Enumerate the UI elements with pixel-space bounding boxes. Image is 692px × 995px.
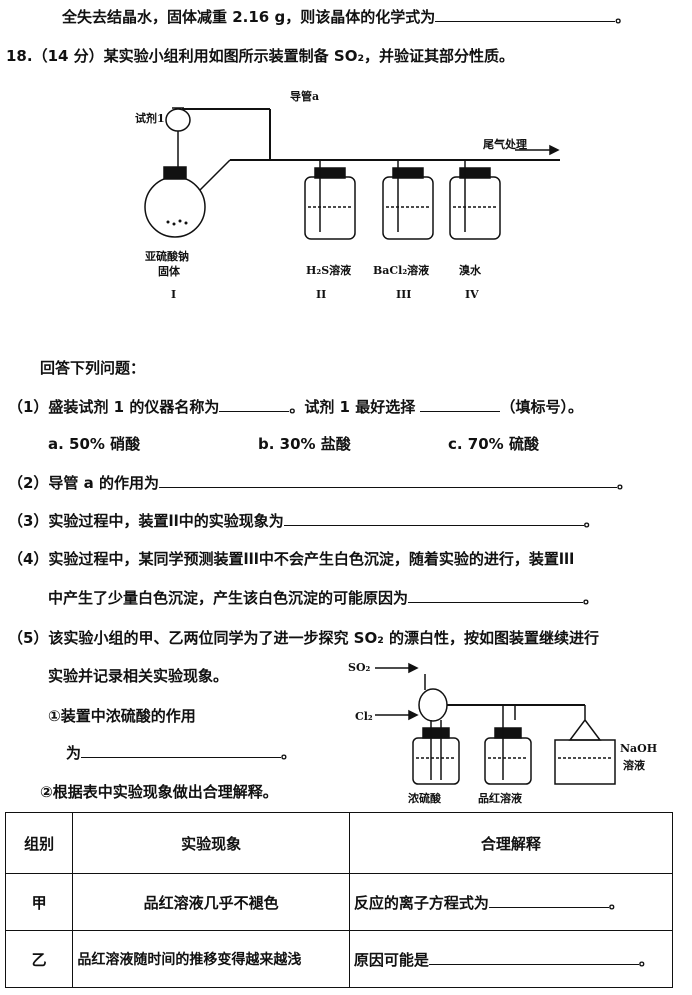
answer-blank[interactable] [420,397,501,412]
q17-tail-line: 全失去结晶水，固体减重 2.16 g，则该晶体的化学式为。 [62,7,631,26]
answer-blank[interactable] [435,7,616,22]
label-conc-sulfuric-acid: 浓硫酸 [408,792,441,805]
label-exhaust: 尾气处理 [483,138,527,151]
answer-blank[interactable] [159,473,618,488]
apparatus-figure-2 [375,662,616,785]
roman-IV: IV [465,288,479,301]
roman-III: III [396,288,412,301]
row-phenomenon: 品红溶液随时间的推移变得越来越浅 [72,930,350,988]
label-magenta-solution: 品红溶液 [478,792,522,805]
q5-line-2: 实验并记录相关实验现象。 [48,667,229,685]
q4-line-1: （4）实验过程中，某同学预测装置lll中不会产生白色沉淀，随着实验的进行，装置l… [8,550,575,568]
label-bacl2-solution: BaCl₂溶液 [373,264,430,277]
question-18-header: 18.（14 分）某实验小组利用如图所示装置制备 SO₂，并验证其部分性质。 [6,47,515,65]
answer-blank[interactable] [219,397,290,412]
results-table: 组别 实验现象 合理解释 甲 品红溶液几乎不褪色 反应的离子方程式为。 乙 品红… [4,812,674,988]
apparatus-figure-1 [144,107,560,240]
label-cl2: Cl₂ [355,710,373,723]
label-solid-2: 固体 [158,265,180,278]
label-so2: SO₂ [348,661,371,674]
q4-line-2: 中产生了少量白色沉淀，产生该白色沉淀的可能原因为。 [48,588,599,607]
label-h2s-solution: H₂S溶液 [306,264,352,277]
label-reagent-1: 试剂1 [135,112,165,125]
header-explanation: 合理解释 [348,812,674,874]
row-group: 甲 [4,873,74,931]
table-row: 乙 品红溶液随时间的推移变得越来越浅 原因可能是。 [4,930,674,988]
answer-blank[interactable] [428,950,639,965]
roman-II: II [316,288,327,301]
answer-blank[interactable] [488,893,609,908]
q5-sub2: ②根据表中实验现象做出合理解释。 [40,783,278,801]
label-tube-a: 导管a [290,90,320,103]
answer-blank[interactable] [283,511,584,526]
q5-sub1-a: ①装置中浓硫酸的作用 [48,707,196,725]
q17-tail-text: 全失去结晶水，固体减重 2.16 g，则该晶体的化学式为 [62,8,436,26]
label-solid-1: 亚硫酸钠 [145,250,189,263]
q3-line: （3）实验过程中，装置ll中的实验现象为。 [8,511,599,530]
answer-intro: 回答下列问题： [40,359,146,377]
table-row: 甲 品红溶液几乎不褪色 反应的离子方程式为。 [4,873,674,931]
q5-line-1: （5）该实验小组的甲、乙两位同学为了进一步探究 SO₂ 的漂白性，按如图装置继续… [8,629,600,647]
table-header-row: 组别 实验现象 合理解释 [4,812,674,874]
header-group: 组别 [4,812,74,874]
roman-I: I [171,288,177,301]
label-naoh-solution: 溶液 [623,759,645,772]
answer-blank[interactable] [81,743,282,758]
answer-blank[interactable] [408,588,584,603]
option-a: a. 50% 硝酸 [48,435,141,453]
q5-sub1-b: 为。 [66,743,297,762]
option-b: b. 30% 盐酸 [258,435,351,453]
header-phenomenon: 实验现象 [72,812,350,874]
option-c: c. 70% 硫酸 [448,435,539,453]
round-bottom-flask [144,176,206,238]
q1-line: （1）盛装试剂 1 的仪器名称为。试剂 1 最好选择 （填标号）。 [8,397,583,416]
row-explanation: 原因可能是。 [348,930,674,988]
row-explanation: 反应的离子方程式为。 [348,873,674,931]
row-group: 乙 [4,930,74,988]
label-naoh: NaOH [620,742,658,755]
q2-line: （2）导管 a 的作用为。 [8,473,633,492]
row-phenomenon: 品红溶液几乎不褪色 [72,873,350,931]
label-bromine-water: 溴水 [459,264,481,277]
